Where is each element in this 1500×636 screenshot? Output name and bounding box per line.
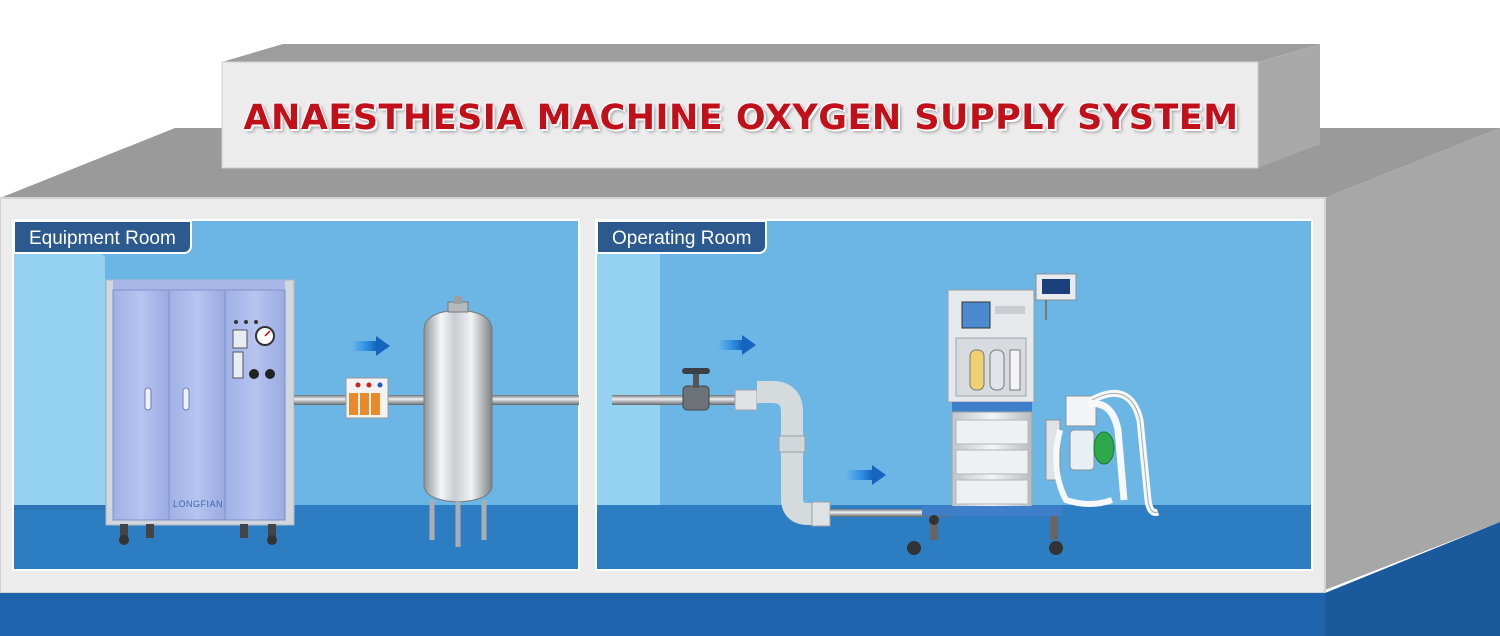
title-box-front: [221, 61, 1259, 169]
operating-room: [595, 219, 1313, 571]
elbow-coupling-bottom: [811, 501, 831, 527]
title-box-top: [222, 44, 1320, 62]
room-label-equipment: Equipment Room: [13, 220, 192, 254]
base-band: [0, 593, 1500, 636]
page-title: ANAESTHESIA MACHINE OXYGEN SUPPLY SYSTEM: [243, 98, 1239, 138]
equipment-room-left-wall: [13, 220, 105, 510]
equipment-room-floor-edge: [13, 505, 105, 510]
building-side: [1325, 128, 1500, 590]
inline-flowmeter: [345, 377, 389, 419]
flow-arrow-icon: [846, 465, 886, 485]
pipe-wall-to-valve: [612, 395, 752, 405]
valve-icon: [682, 368, 710, 411]
title-box-side: [1258, 44, 1320, 168]
pipe-to-anaesthesia-machine: [830, 509, 950, 517]
equipment-room-floor: [13, 505, 579, 570]
anaesthesia-machine: [907, 273, 1160, 555]
breathing-bag: [1093, 431, 1115, 465]
room-label-operating: Operating Room: [596, 220, 768, 254]
buffer-tank: [423, 296, 493, 547]
flow-arrow-icon: [352, 336, 390, 356]
oxygen-generator: LONGFIAN: [105, 279, 295, 545]
pipe-tank-to-wall: [490, 395, 579, 405]
operating-room-left-wall: [596, 220, 660, 510]
flow-arrow-icon: [718, 335, 756, 355]
base-band-side: [1325, 522, 1500, 636]
equipment-room: LONGFIAN: [12, 219, 580, 571]
elbow-coupling-top: [734, 389, 758, 411]
generator-brand: LONGFIAN: [173, 499, 223, 509]
elbow-pipe: [757, 381, 820, 525]
